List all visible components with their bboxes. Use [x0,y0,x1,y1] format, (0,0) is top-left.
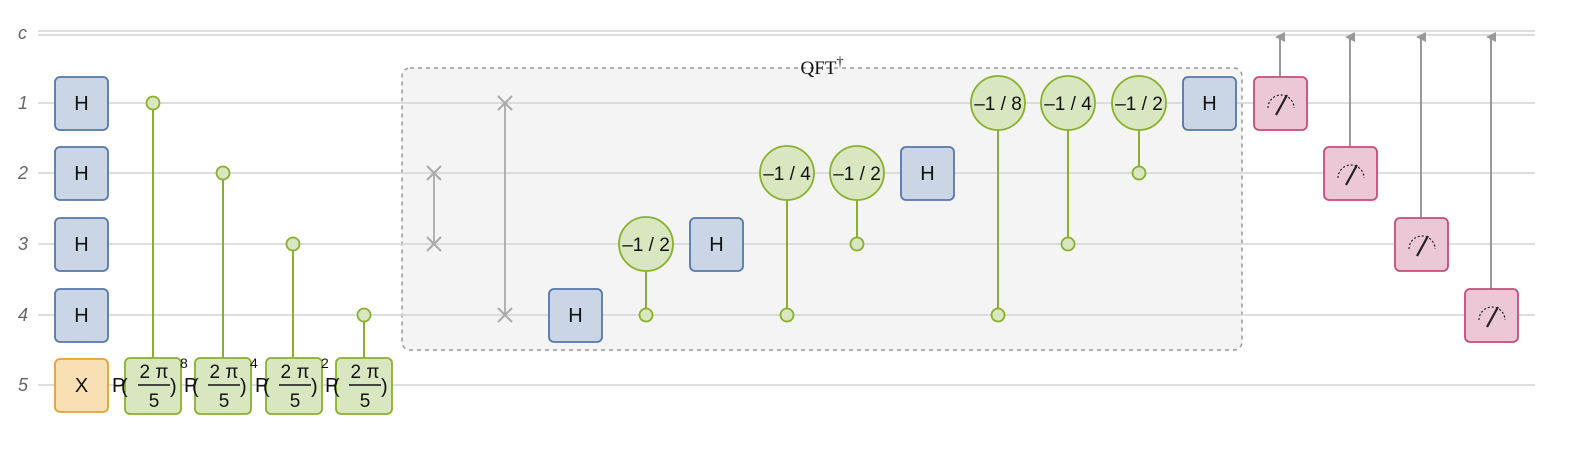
measurement-gate[interactable] [1253,76,1308,131]
svg-text:(: ( [263,376,270,398]
svg-text:5: 5 [219,391,230,412]
control-dot [356,307,372,323]
phase-gate[interactable]: –1 / 2 [829,145,885,201]
phase-gate[interactable]: –1 / 4 [1040,75,1096,131]
wire-label-5: 5 [18,375,29,395]
svg-text:P: P [112,375,125,397]
controlled-phase-power-gate[interactable]: P ( 2 π 5 ) 8 [112,355,188,415]
h-gate[interactable]: H [689,217,744,272]
svg-text:): ) [311,376,318,398]
svg-text:5: 5 [290,391,301,412]
measurement-gate[interactable] [1464,288,1519,343]
meter-icon [1408,235,1436,257]
wire-label-c: c [18,23,27,43]
wire-label-3: 3 [18,234,28,254]
swap-marker [426,236,442,252]
svg-text:2 π: 2 π [281,362,310,383]
h-gate[interactable]: H [900,146,955,201]
svg-text:H: H [568,305,582,327]
measurement-gate[interactable] [1394,217,1449,272]
meter-icon [1478,306,1506,328]
svg-text:): ) [240,376,247,398]
svg-text:–1 / 2: –1 / 2 [833,164,881,185]
svg-text:(: ( [121,376,128,398]
svg-text:–1 / 4: –1 / 4 [763,164,811,185]
x-gate[interactable]: X [54,358,109,413]
svg-text:H: H [74,93,88,115]
wire-label-1: 1 [18,93,28,113]
control-dot [215,165,231,181]
svg-text:P: P [184,375,197,397]
qft-dagger-box [401,67,1243,351]
svg-text:–1 / 2: –1 / 2 [1115,94,1163,115]
svg-text:4: 4 [250,355,258,371]
h-gate[interactable]: H [54,146,109,201]
svg-text:2: 2 [321,355,329,371]
svg-text:2 π: 2 π [351,362,380,383]
svg-text:): ) [381,376,388,398]
svg-text:H: H [1202,93,1216,115]
svg-text:X: X [75,375,88,397]
svg-text:5: 5 [149,391,160,412]
wire-label-4: 4 [18,305,28,325]
svg-text:P: P [325,375,338,397]
phase-gate[interactable]: –1 / 8 [970,75,1026,131]
controlled-phase-power-gate[interactable]: P ( 2 π 5 ) 2 [255,355,329,415]
control-dot [638,307,654,323]
svg-text:H: H [709,234,723,256]
controlled-phase-power-gate[interactable]: P ( 2 π 5 ) 4 [184,355,258,415]
control-dot [285,236,301,252]
meter-icon [1267,94,1295,116]
controlled-phase-power-gate[interactable]: P ( 2 π 5 ) [325,357,393,415]
h-gate[interactable]: H [54,288,109,343]
svg-text:–1 / 4: –1 / 4 [1044,94,1092,115]
svg-text:2 π: 2 π [210,362,239,383]
measurement-gate[interactable] [1323,146,1378,201]
svg-text:H: H [74,234,88,256]
svg-text:8: 8 [180,355,188,371]
swap-marker [497,95,513,111]
svg-text:H: H [74,305,88,327]
phase-gate[interactable]: –1 / 2 [618,216,674,272]
svg-text:(: ( [333,376,340,398]
phase-gate[interactable]: –1 / 4 [759,145,815,201]
h-gate[interactable]: H [54,76,109,131]
svg-text:(: ( [192,376,199,398]
classical-wire [38,30,1535,36]
svg-text:): ) [170,376,177,398]
svg-text:5: 5 [360,391,371,412]
control-dot [1131,165,1147,181]
svg-text:H: H [920,163,934,185]
phase-gate[interactable]: –1 / 2 [1111,75,1167,131]
h-gate[interactable]: H [1182,76,1237,131]
control-dot [849,236,865,252]
svg-text:P: P [255,375,268,397]
control-dot [779,307,795,323]
swap-marker [497,307,513,323]
wire-label-2: 2 [17,163,28,183]
meter-icon [1337,164,1365,186]
h-gate[interactable]: H [54,217,109,272]
swap-marker [426,165,442,181]
qft-dagger-title: QFT† [801,55,844,79]
svg-text:H: H [74,163,88,185]
svg-text:–1 / 8: –1 / 8 [974,94,1022,115]
h-gate[interactable]: H [548,288,603,343]
control-dot [1060,236,1076,252]
control-dot [145,95,161,111]
svg-text:2 π: 2 π [140,362,169,383]
control-dot [990,307,1006,323]
svg-text:–1 / 2: –1 / 2 [622,235,670,256]
